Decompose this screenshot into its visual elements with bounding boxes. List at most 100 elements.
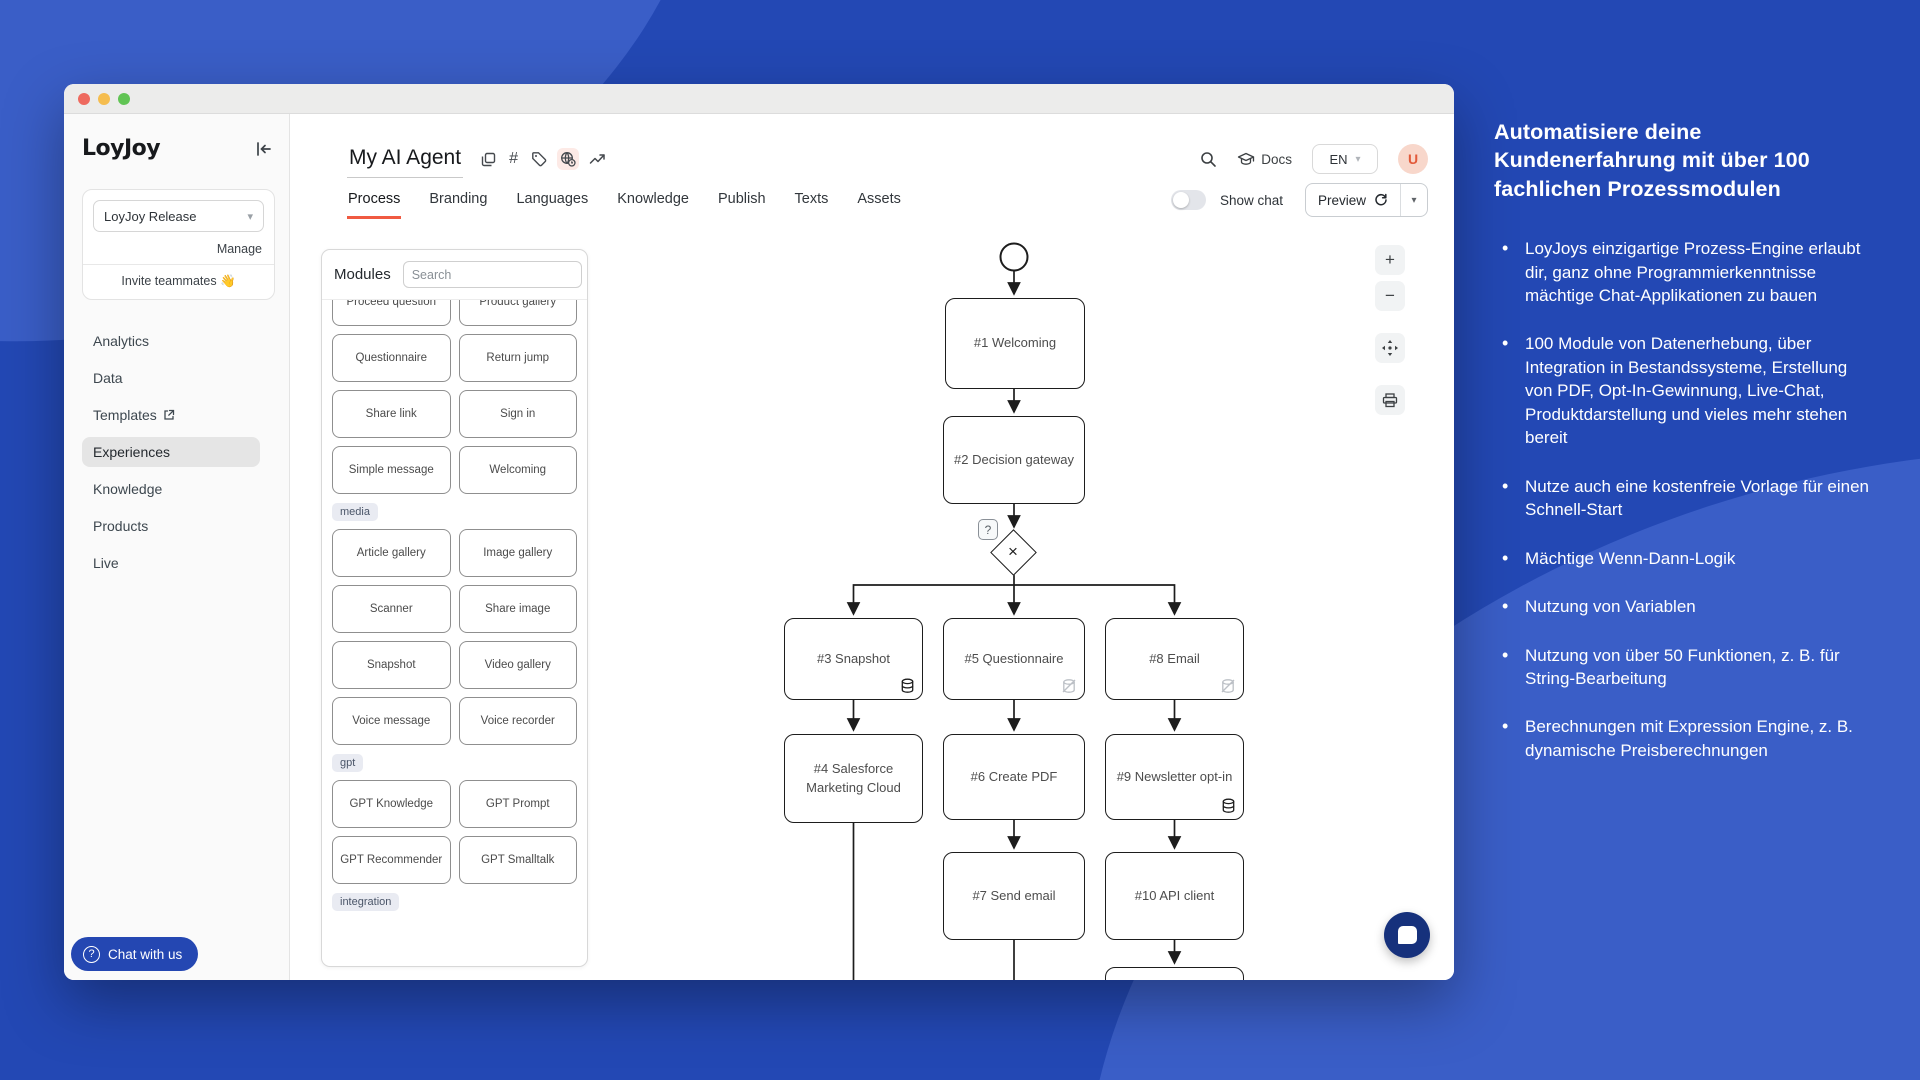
avatar[interactable]: U [1398,144,1428,174]
flow-node-send-email[interactable]: #7 Send email [943,852,1085,940]
module-button-share-link[interactable]: Share link [332,390,451,438]
release-select-value: LoyJoy Release [104,208,197,224]
chevron-down-icon: ▾ [1355,153,1361,165]
flow-node-email[interactable]: #8 Email [1105,618,1244,700]
language-select[interactable]: EN ▾ [1312,144,1378,174]
flow-node-welcoming[interactable]: #1 Welcoming [945,298,1085,389]
module-button-return-jump[interactable]: Return jump [458,334,577,382]
search-icon[interactable] [1200,151,1217,168]
page-title: My AI Agent [347,140,464,178]
globe-schedule-icon[interactable] [556,148,579,170]
chevron-down-icon: ▾ [247,210,253,223]
preview-button[interactable]: Preview [1306,184,1400,216]
module-button-product-gallery[interactable]: Product gallery [458,300,577,326]
module-button-gpt-recommender[interactable]: GPT Recommender [332,836,451,884]
module-button-video-gallery[interactable]: Video gallery [458,641,577,689]
language-value: EN [1329,151,1348,167]
app-window: LoyJoy LoyJoy Release ▾ Manage Invite te… [64,84,1454,980]
sidebar-item-data[interactable]: Data [93,370,123,386]
flow-node-salesforce[interactable]: #4 Salesforce Marketing Cloud [784,734,923,823]
database-disabled-icon [1061,678,1077,694]
chat-launcher-button[interactable] [1384,912,1430,958]
module-button-voice-message[interactable]: Voice message [332,697,451,745]
module-button-scanner[interactable]: Scanner [332,585,451,633]
sidebar-item-live[interactable]: Live [93,555,119,571]
invite-teammates-button[interactable]: Invite teammates 👋 [83,264,274,299]
sidebar-item-experiences[interactable]: Experiences [82,437,260,467]
external-link-icon [163,409,175,421]
module-button-sign-in[interactable]: Sign in [458,390,577,438]
tab-bar: Process Branding Languages Knowledge Pub… [290,178,1454,222]
module-category-integration: integration [332,893,400,911]
print-button[interactable] [1375,385,1405,415]
flow-node-label: #5 Questionnaire [964,650,1064,666]
module-button-welcoming[interactable]: Welcoming [458,446,577,494]
sidebar-item-analytics[interactable]: Analytics [93,333,150,349]
zoom-out-button[interactable]: − [1375,281,1405,311]
module-button-share-image[interactable]: Share image [458,585,577,633]
tab-texts[interactable]: Texts [794,191,829,207]
module-button-gpt-smalltalk[interactable]: GPT Smalltalk [458,836,577,884]
chat-with-us-button[interactable]: ? Chat with us [71,937,199,971]
sidebar-item-knowledge[interactable]: Knowledge [93,481,163,497]
docs-button[interactable]: Docs [1237,152,1292,167]
marketing-heading: Automatisiere deine Kundenerfahrung mit … [1494,120,1810,201]
tab-knowledge[interactable]: Knowledge [617,191,689,207]
flow-node-api-client[interactable]: #10 API client [1105,852,1244,940]
sidebar-item-products[interactable]: Products [93,518,149,534]
canvas-controls: + − [1375,245,1405,415]
module-button-image-gallery[interactable]: Image gallery [458,529,577,577]
module-button-simple-message[interactable]: Simple message [332,446,451,494]
flow-node-newsletter-optin[interactable]: #9 Newsletter opt-in [1105,734,1244,820]
modules-search-input[interactable] [402,261,582,288]
gateway-help-badge[interactable]: ? [978,519,998,540]
hash-icon[interactable]: # [509,150,518,167]
modules-heading: Modules [334,266,391,283]
preview-label: Preview [1317,192,1366,208]
tab-branding[interactable]: Branding [429,191,488,207]
minimize-window-button[interactable] [98,92,110,105]
module-button-questionnaire[interactable]: Questionnaire [332,334,451,382]
flow-node-decision-gateway[interactable]: #2 Decision gateway [943,416,1085,504]
flow-node-snapshot[interactable]: #3 Snapshot [784,618,923,700]
tag-icon[interactable] [531,151,547,167]
module-button-proceed-question[interactable]: Proceed question [332,300,451,326]
module-button-article-gallery[interactable]: Article gallery [332,529,451,577]
sidebar-item-templates[interactable]: Templates [82,400,186,430]
pan-move-button[interactable] [1375,333,1405,363]
manage-link[interactable]: Manage [216,242,262,256]
collapse-sidebar-icon[interactable] [255,141,273,157]
process-canvas[interactable]: #1 Welcoming #2 Decision gateway ? × #3 … [290,222,1454,980]
copy-icon[interactable] [481,152,496,167]
main-header: My AI Agent # [290,114,1454,178]
trending-up-icon[interactable] [589,152,606,166]
modules-list[interactable]: Proceed question Product gallery Questio… [322,300,587,966]
flow-node-create-pdf[interactable]: #6 Create PDF [943,734,1085,820]
tab-assets[interactable]: Assets [857,191,901,207]
module-button-gpt-prompt[interactable]: GPT Prompt [458,780,577,828]
preview-dropdown-caret[interactable]: ▾ [1411,194,1417,206]
marketing-bullet: Nutzung von über 50 Funktionen, z. B. fü… [1494,643,1876,691]
marketing-bullet: Nutze auch eine kostenfreie Vorlage für … [1494,474,1876,522]
flow-node-questionnaire[interactable]: #5 Questionnaire [943,618,1085,700]
flow-node-label: #8 Email [1149,650,1200,666]
sidebar: LoyJoy LoyJoy Release ▾ Manage Invite te… [64,114,290,980]
close-window-button[interactable] [78,92,90,105]
tab-publish[interactable]: Publish [717,191,766,207]
release-select[interactable]: LoyJoy Release ▾ [93,200,264,232]
chat-with-us-label: Chat with us [108,946,183,962]
show-chat-toggle[interactable] [1170,190,1206,210]
marketing-bullet: Nutzung von Variablen [1494,594,1876,619]
docs-label: Docs [1261,151,1292,167]
help-icon: ? [83,945,100,963]
tab-languages[interactable]: Languages [516,191,589,207]
window-titlebar [64,84,1454,114]
zoom-in-button[interactable]: + [1375,245,1405,275]
module-button-voice-recorder[interactable]: Voice recorder [458,697,577,745]
flow-node-partial[interactable] [1105,967,1244,980]
tab-process[interactable]: Process [347,181,402,219]
module-button-gpt-knowledge[interactable]: GPT Knowledge [332,780,451,828]
module-button-snapshot[interactable]: Snapshot [332,641,451,689]
database-disabled-icon [1220,678,1236,694]
maximize-window-button[interactable] [118,92,130,105]
